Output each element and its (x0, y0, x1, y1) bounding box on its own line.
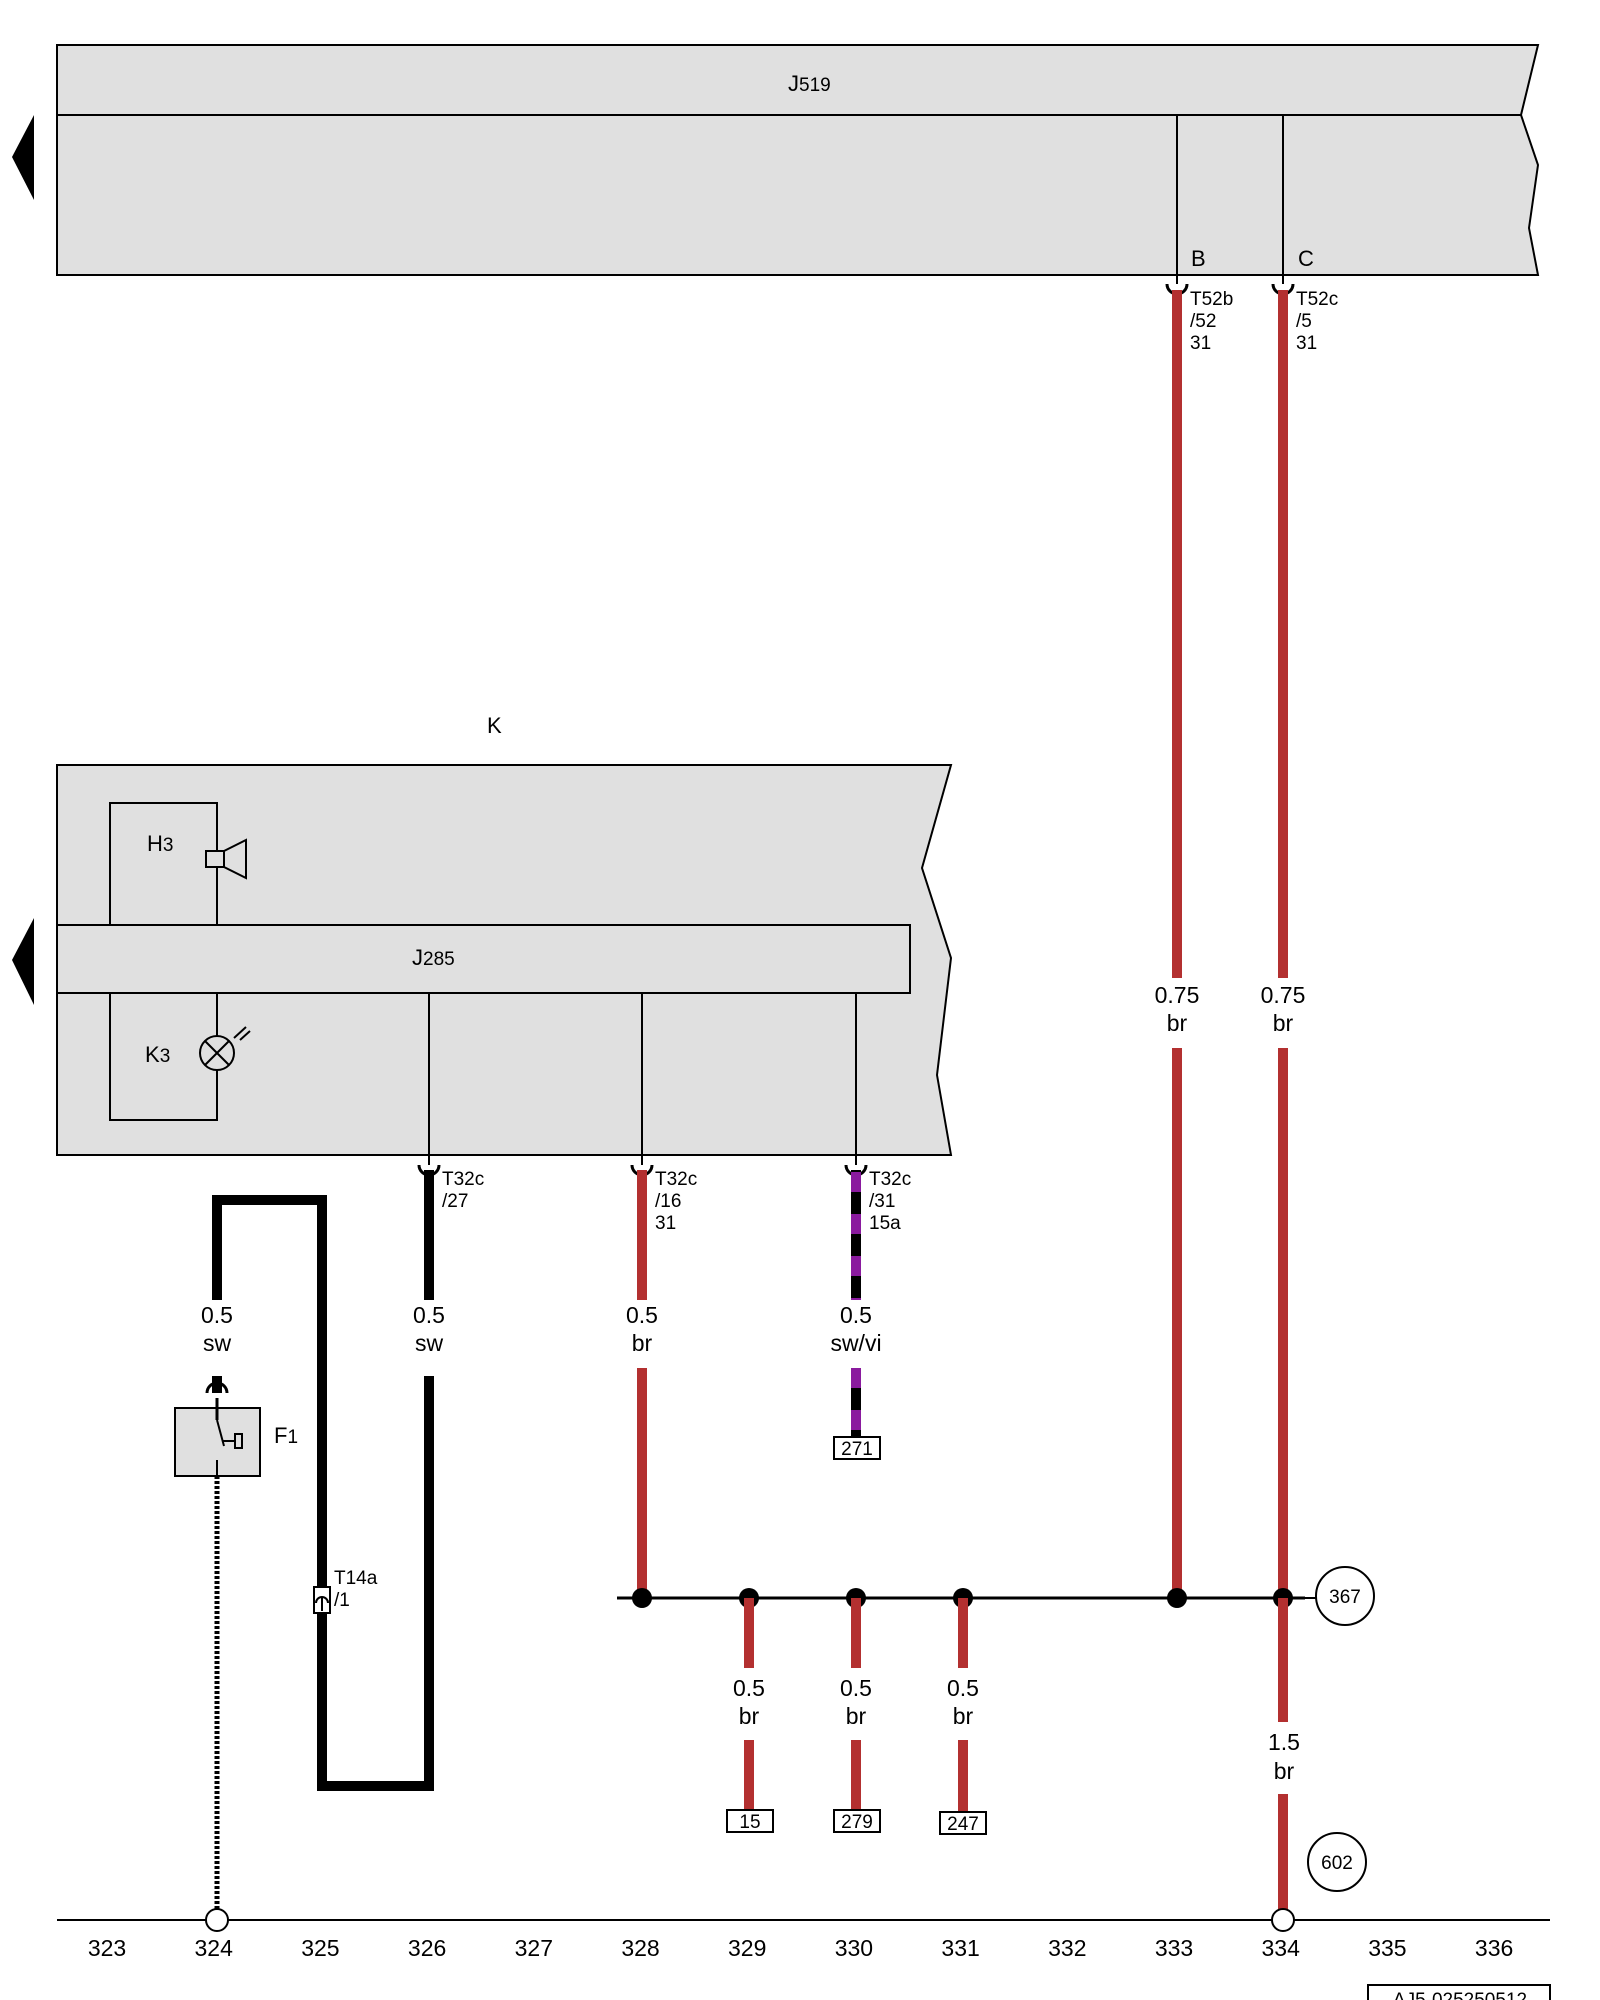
wire-330-top-size: 0.5 (840, 1302, 872, 1328)
j285-control-unit: J285 (56, 924, 911, 994)
column-number: 333 (1155, 1935, 1193, 1961)
drawing-code-label: AJ5-025250512 (1393, 1990, 1527, 2000)
wire-330-color: br (846, 1703, 867, 1729)
wire-334-bottom-size: 1.5 (1268, 1729, 1300, 1755)
j285-label: J285 (412, 945, 455, 970)
column-number: 324 (195, 1935, 234, 1961)
column-numbers: 323 324 325 326 327 328 329 330 331 332 333 334 335 3… (88, 1935, 1513, 1961)
ref-271-box (833, 1436, 881, 1460)
wire-333-color: br (1167, 1010, 1188, 1036)
h3-label: H3 (147, 831, 173, 856)
connector-t52c-label: T52c /5 31 (1296, 289, 1344, 354)
column-number: 329 (728, 1935, 766, 1961)
column-number: 334 (1262, 1935, 1301, 1961)
wire-326-size: 0.5 (413, 1302, 445, 1328)
h3-warning-buzzer: H3 (109, 802, 247, 925)
j519-control-unit: J519 B C (56, 44, 1540, 284)
ground-connection-334 (1271, 1908, 1295, 1932)
wire-329-color: br (739, 1703, 760, 1729)
ground-point-367 (1315, 1566, 1375, 1626)
f1-switch (174, 1398, 261, 1477)
ref-279-label: 279 (841, 1812, 873, 1833)
continuation-arrow-middle (12, 918, 34, 1005)
wire-331-size: 0.5 (947, 1675, 979, 1701)
column-number: 328 (621, 1935, 659, 1961)
wire-black-loop-gap-324 (205, 1300, 229, 1376)
ref-279-box (833, 1809, 881, 1833)
ground-point-367-label: 367 (1329, 1587, 1361, 1608)
wire-329-size: 0.5 (733, 1675, 765, 1701)
wire-334-color: br (1273, 1010, 1294, 1036)
wire-334-bottom-color: br (1274, 1758, 1295, 1784)
k3-warning-lamp: K3 (109, 993, 251, 1121)
column-number: 325 (301, 1935, 339, 1961)
wire-328-color: br (632, 1330, 653, 1356)
connector-t32c-16-label: T32c /16 31 (655, 1169, 703, 1234)
connector-t32c-27-label: T32c /27 (442, 1169, 490, 1212)
connector-t32c-31-label: T32c /31 15a (869, 1169, 917, 1234)
pin-b-label: B (1191, 246, 1206, 271)
wire-324-size: 0.5 (201, 1302, 233, 1328)
f1-label: F1 (274, 1423, 298, 1448)
column-number: 331 (941, 1935, 979, 1961)
column-number: 326 (408, 1935, 446, 1961)
junction-dot-333 (1167, 1588, 1187, 1608)
drawing-code: AJ5-025250512 (1367, 1984, 1551, 2000)
k-label: K (487, 713, 502, 738)
ground-point-602-label: 602 (1321, 1853, 1353, 1874)
ref-271-label: 271 (841, 1439, 873, 1460)
wire-326-color: sw (415, 1330, 444, 1356)
wire-328-size: 0.5 (626, 1302, 658, 1328)
wire-black-loop (212, 1170, 434, 1791)
connector-t52b-label: T52b /52 31 (1190, 289, 1239, 354)
ref-247-label: 247 (947, 1814, 979, 1835)
junction-dot-328 (632, 1588, 652, 1608)
wire-330-top-color: sw/vi (830, 1330, 881, 1356)
wire-330-size: 0.5 (840, 1675, 872, 1701)
ground-point-602 (1307, 1832, 1367, 1892)
ref-15-label: 15 (739, 1812, 760, 1833)
wire-324-color: sw (203, 1330, 232, 1356)
ref-15-box (726, 1809, 774, 1833)
column-number: 323 (88, 1935, 126, 1961)
column-number: 332 (1048, 1935, 1086, 1961)
pin-c-label: C (1298, 246, 1314, 271)
column-number: 327 (515, 1935, 553, 1961)
column-number: 336 (1475, 1935, 1513, 1961)
connector-t14a-label: T14a /1 (334, 1568, 383, 1611)
ground-connection-324 (205, 1908, 229, 1932)
column-number: 330 (835, 1935, 873, 1961)
wire-black-loop-gap-326 (417, 1300, 441, 1376)
column-number: 335 (1368, 1935, 1406, 1961)
k3-label: K3 (145, 1042, 170, 1067)
wire-334-size: 0.75 (1261, 982, 1306, 1008)
connector-t14a (313, 1586, 331, 1614)
continuation-arrow-top (12, 115, 34, 200)
j519-label: J519 (788, 71, 831, 96)
ref-247-box (939, 1811, 987, 1835)
wire-333-size: 0.75 (1155, 982, 1200, 1008)
wire-331-color: br (953, 1703, 974, 1729)
